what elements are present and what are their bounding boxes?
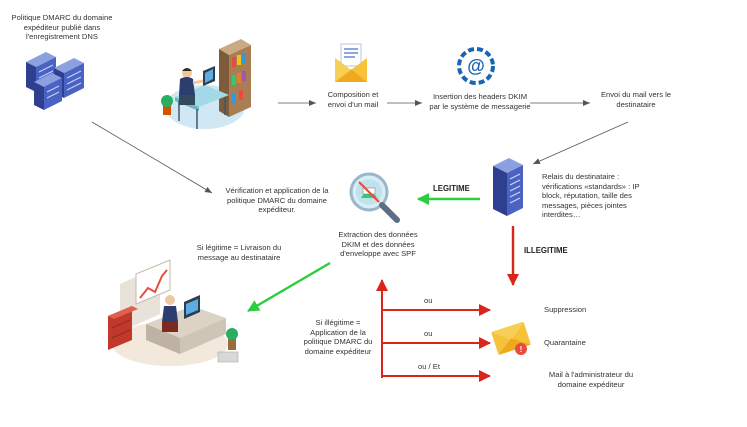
admin-mail-label: Mail à l'administrateur du domaine expéd… bbox=[548, 370, 634, 389]
dns-record-label: Politique DMARC du domaine expéditeur pu… bbox=[11, 13, 113, 42]
legitime-label: LEGITIME bbox=[433, 184, 470, 193]
svg-text:@: @ bbox=[467, 56, 485, 76]
illegitime-label: ILLEGITIME bbox=[524, 246, 568, 255]
office-worker-icon bbox=[161, 39, 251, 129]
quarantaine-label: Quarantaine bbox=[544, 338, 586, 347]
if-illegit-label: Si illégitime = Application de la politi… bbox=[303, 318, 373, 356]
extraction-label: Extraction des données DKIM et des donné… bbox=[338, 230, 418, 259]
ou-label-1: ou bbox=[424, 296, 433, 305]
server-tower-icon bbox=[493, 158, 523, 216]
office-desk-chart-icon bbox=[108, 259, 239, 366]
if-legit-label: Si légitime = Livraison du message au de… bbox=[196, 243, 282, 262]
svg-text:!: ! bbox=[520, 345, 523, 354]
ou-et-label: ou / Et bbox=[418, 362, 440, 371]
arrow-deliver bbox=[247, 261, 331, 313]
send-label: Envoi du mail vers le destinataire bbox=[600, 90, 672, 109]
relay-label: Relais du destinataire : vérifications «… bbox=[542, 172, 640, 220]
open-envelope-icon bbox=[335, 43, 367, 82]
ou-label-2: ou bbox=[424, 329, 433, 338]
server-stack-icon bbox=[26, 52, 84, 110]
arrow-dns-to-verify bbox=[91, 121, 213, 194]
suppression-label: Suppression bbox=[544, 305, 587, 314]
composition-label: Composition et envoi d'un mail bbox=[327, 90, 379, 109]
verify-label: Vérification et application de la politi… bbox=[225, 186, 329, 215]
arrow-send-to-relay bbox=[532, 121, 629, 165]
magnifier-icon bbox=[349, 172, 400, 223]
warning-envelope-icon: ! bbox=[491, 321, 531, 355]
at-sign-gear-icon: @ bbox=[457, 47, 495, 85]
dkim-insert-label: Insertion des headers DKIM par le systèm… bbox=[429, 92, 531, 111]
